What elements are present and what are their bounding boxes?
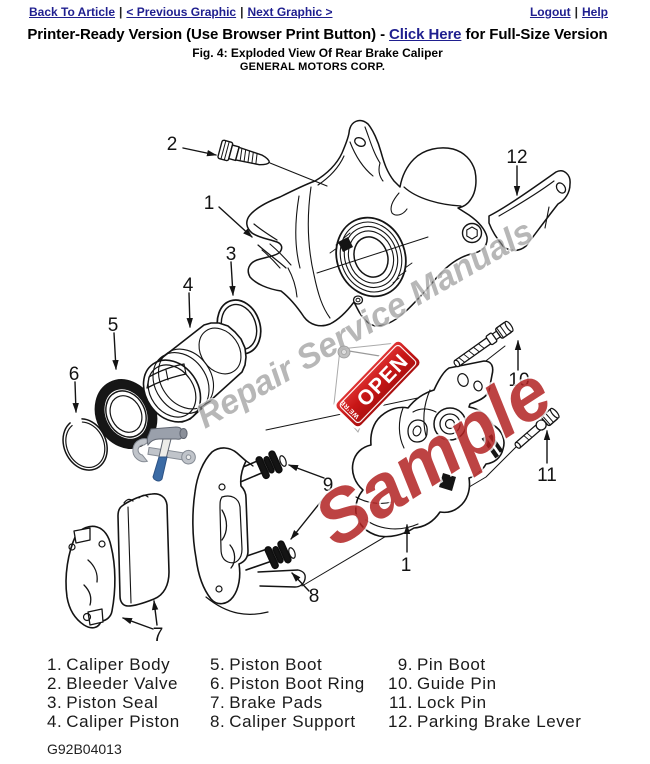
back-to-article-link[interactable]: Back To Article (29, 5, 116, 19)
legend-column-3: 9.Pin Boot 10.Guide Pin 11.Lock Pin 12.P… (388, 655, 581, 731)
legend-item: 6.Piston Boot Ring (210, 674, 365, 693)
legend-label: Caliper Body (66, 655, 171, 674)
legend-item: 3.Piston Seal (47, 693, 180, 712)
legend-label: Caliper Piston (66, 712, 180, 731)
title-suffix: for Full-Size Version (461, 26, 608, 43)
part-lock-pin (514, 407, 560, 449)
figure-source: GENERAL MOTORS CORP. (239, 61, 386, 73)
click-here-link[interactable]: Click Here (389, 26, 462, 43)
legend-item: 7.Brake Pads (210, 693, 365, 712)
leader-bleeder (269, 162, 328, 187)
legend-num: 12. (388, 712, 414, 731)
legend-num: 11. (388, 693, 413, 712)
legend-num: 1. (47, 655, 63, 674)
part-caliper-piston (142, 322, 247, 423)
nav-separator: | (574, 5, 578, 19)
nav-separator: | (119, 5, 123, 19)
legend-label: Brake Pads (229, 693, 323, 712)
legend-item: 1.Caliper Body (47, 655, 180, 674)
part-caliper-support (192, 447, 306, 615)
callout-numbers: 1 2 3 4 5 6 7 8 9 10 11 12 1 (69, 134, 557, 646)
legend-column-2: 5.Piston Boot 6.Piston Boot Ring 7.Brake… (210, 655, 365, 731)
legend-label: Parking Brake Lever (417, 712, 582, 731)
callout-10: 10 (508, 370, 529, 391)
legend-label: Piston Boot (229, 655, 323, 674)
part-pin-boots (255, 450, 292, 570)
legend-label: Piston Boot Ring (229, 674, 365, 693)
nav-left: Back To Article|< Previous Graphic|Next … (29, 5, 333, 19)
legend-label: Guide Pin (417, 674, 497, 693)
callout-9: 9 (323, 475, 334, 496)
legend-label: Piston Seal (66, 693, 159, 712)
legend-label: Bleeder Valve (66, 674, 179, 693)
part-parking-brake-lever (488, 170, 571, 252)
legend-item: 9.Pin Boot (388, 655, 581, 674)
legend-num: 5. (210, 655, 226, 674)
legend-label: Caliper Support (229, 712, 356, 731)
callout-11: 11 (537, 465, 557, 486)
previous-graphic-link[interactable]: < Previous Graphic (126, 5, 237, 19)
callout-6: 6 (69, 364, 80, 385)
callout-1b: 1 (401, 555, 412, 576)
nav-right: Logout|Help (530, 5, 608, 19)
legend-label: Lock Pin (417, 693, 487, 712)
nav-separator: | (240, 5, 244, 19)
callout-5: 5 (108, 315, 119, 336)
legend-item: 11.Lock Pin (388, 693, 581, 712)
legend-item: 12.Parking Brake Lever (388, 712, 581, 731)
legend-item: 2.Bleeder Valve (47, 674, 180, 693)
legend-num: 9. (397, 655, 413, 674)
help-link[interactable]: Help (581, 5, 608, 19)
callout-1: 1 (204, 193, 215, 214)
part-caliper-body (246, 119, 488, 327)
callout-arrows (72, 147, 551, 630)
legend-item: 4.Caliper Piston (47, 712, 180, 731)
part-brake-pads (65, 493, 170, 629)
callout-8: 8 (309, 586, 320, 607)
page-title: Printer-Ready Version (Use Browser Print… (0, 26, 635, 43)
legend-label: Pin Boot (417, 655, 486, 674)
callout-2: 2 (167, 134, 178, 155)
legend-num: 6. (210, 674, 226, 693)
part-caliper-rear-view (265, 345, 520, 587)
callout-4: 4 (183, 275, 194, 296)
legend-column-1: 1.Caliper Body 2.Bleeder Valve 3.Piston … (47, 655, 180, 731)
legend-num: 4. (47, 712, 63, 731)
part-bleeder-valve (217, 139, 270, 166)
legend-num: 8. (210, 712, 226, 731)
callout-7: 7 (153, 625, 164, 646)
figure-code: G92B04013 (47, 741, 122, 757)
title-prefix: Printer-Ready Version (Use Browser Print… (27, 26, 390, 43)
top-nav: Back To Article|< Previous Graphic|Next … (0, 5, 650, 21)
figure-caption: Fig. 4: Exploded View Of Rear Brake Cali… (192, 46, 443, 60)
legend-item: 5.Piston Boot (210, 655, 365, 674)
next-graphic-link[interactable]: Next Graphic > (247, 5, 333, 19)
legend-num: 3. (47, 693, 63, 712)
callout-12: 12 (506, 147, 527, 168)
tools-icon (132, 426, 196, 482)
part-guide-pin (453, 320, 514, 368)
logout-link[interactable]: Logout (529, 5, 571, 19)
legend-num: 2. (47, 674, 63, 693)
part-piston-boot-ring (62, 418, 108, 471)
legend-num: 7. (210, 693, 226, 712)
legend-num: 10. (388, 674, 414, 693)
legend-item: 8.Caliper Support (210, 712, 365, 731)
legend-item: 10.Guide Pin (388, 674, 581, 693)
callout-3: 3 (226, 244, 237, 265)
